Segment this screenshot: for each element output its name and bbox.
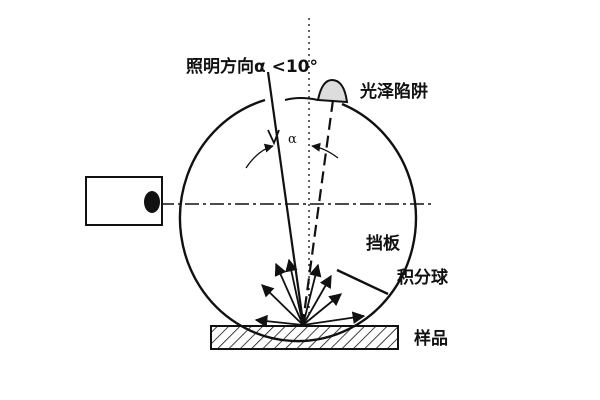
detector-lens	[144, 191, 160, 213]
diffuse-reflection-arrows	[254, 258, 366, 328]
sample-label: 样品	[414, 328, 448, 349]
baffle-label: 挡板	[366, 233, 401, 254]
alpha-label: α	[288, 132, 297, 147]
specular-ray	[301, 99, 335, 323]
gloss-trap	[316, 78, 349, 104]
alpha-arc-right	[311, 142, 339, 159]
gloss-trap-label: 光泽陷阱	[359, 81, 428, 102]
integrating-sphere-label: 积分球	[397, 268, 449, 288]
alpha-arc-left	[245, 143, 274, 169]
illumination-direction-label: 照明方向α <10°	[186, 56, 318, 77]
baffle	[336, 268, 389, 296]
illumination-arrowhead	[267, 129, 280, 146]
illumination-ray	[266, 71, 305, 323]
sphere-top-segment	[284, 97, 319, 101]
sample-plate	[210, 325, 399, 350]
